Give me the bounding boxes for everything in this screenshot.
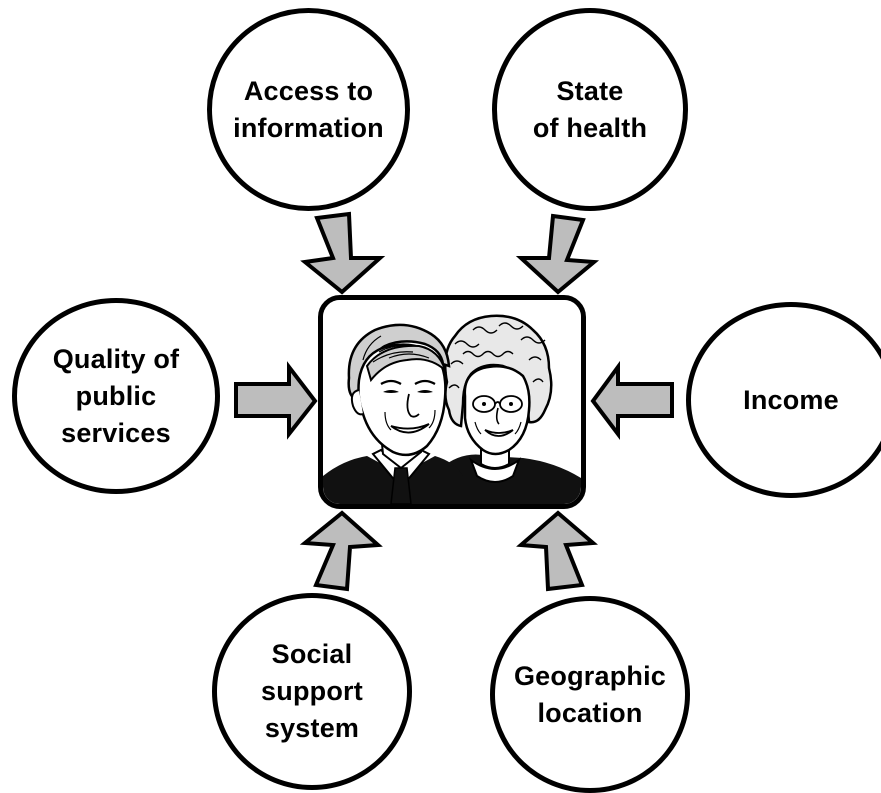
arrow-social-to-center xyxy=(299,510,383,592)
arrow-income-to-center xyxy=(590,360,674,440)
factor-label-geo: Geographic location xyxy=(513,660,667,728)
factor-node-social: Social support system xyxy=(212,593,412,790)
factor-node-income: Income xyxy=(686,302,881,498)
arrow-health-to-center xyxy=(515,213,600,295)
factor-label-income: Income xyxy=(743,384,839,415)
factor-node-geo: Geographic location xyxy=(490,596,690,793)
factor-label-social: Social support system xyxy=(261,639,363,743)
arrow-geo-to-center xyxy=(516,510,598,592)
factor-node-access: Access to information xyxy=(207,8,410,211)
arrow-quality-to-center xyxy=(234,361,318,440)
factor-node-quality: Quality of public services xyxy=(12,298,220,494)
factor-node-health: State of health xyxy=(492,8,688,211)
center-portrait-frame xyxy=(318,295,586,509)
man-figure xyxy=(323,323,463,504)
woman-figure xyxy=(435,314,581,504)
factor-label-quality: Quality of public services xyxy=(52,343,180,448)
factor-label-health: State of health xyxy=(532,75,648,143)
couple-portrait-illustration xyxy=(323,300,581,504)
arrow-access-to-center xyxy=(300,211,386,295)
factor-label-access: Access to information xyxy=(233,75,384,143)
